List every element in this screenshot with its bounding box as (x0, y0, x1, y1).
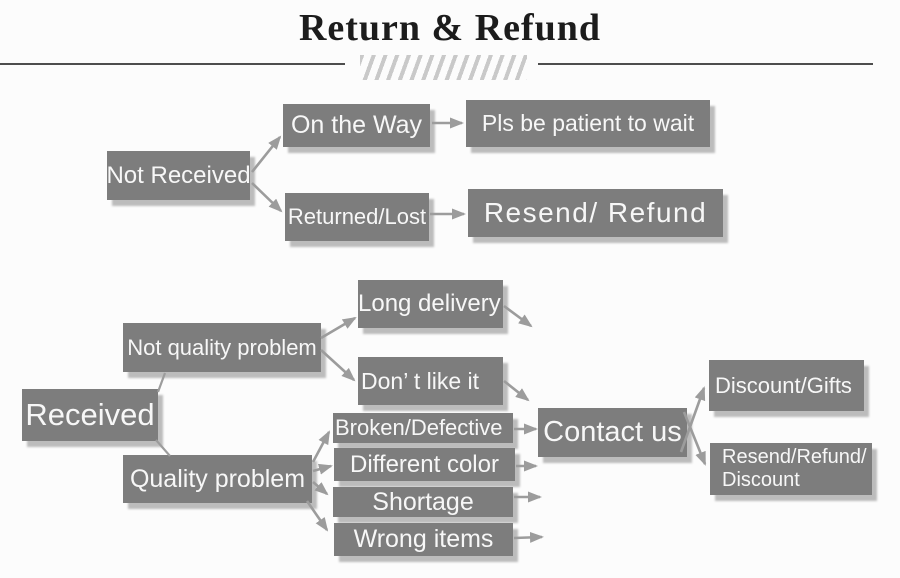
node-received: Received (22, 389, 158, 441)
title-rule-right (538, 63, 873, 65)
node-on-the-way: On the Way (283, 104, 430, 147)
edge-not-received-on-the-way (250, 135, 282, 173)
node-not-quality-problem: Not quality problem (123, 323, 321, 372)
page-title: Return & Refund (298, 7, 602, 49)
node-shortage: Shortage (333, 487, 513, 517)
node-long-delivery: Long delivery (358, 280, 503, 328)
edge-quality-shortage (312, 481, 329, 496)
node-quality-problem: Quality problem (123, 455, 312, 503)
edge-wrong-items-contact-us (513, 531, 544, 543)
edge-not-received-returned-lost (251, 182, 283, 213)
node-dont-like-it: Don’ t like it (358, 357, 503, 405)
node-pls-be-patient: Pls be patient to wait (466, 100, 710, 147)
title-rule-left (0, 63, 345, 65)
edge-quality-different-color (312, 463, 333, 475)
edge-contact-us-resend-discount (682, 411, 707, 466)
edge-not-quality-dont-like (320, 349, 356, 382)
edge-quality-broken (311, 430, 331, 463)
node-returned-lost: Returned/Lost (285, 193, 429, 241)
node-resend-refund-discount: Resend/Refund/ Discount (710, 443, 872, 495)
connector-received-not-quality (156, 372, 167, 393)
node-contact-us: Contact us (538, 408, 687, 457)
node-wrong-items: Wrong items (334, 523, 513, 556)
node-discount-gifts: Discount/Gifts (709, 360, 864, 411)
node-broken-defective: Broken/Defective (333, 413, 513, 443)
node-resend-refund: Resend/ Refund (468, 189, 723, 237)
diagonal-slashes-decoration (360, 55, 527, 80)
node-different-color: Different color (334, 448, 515, 481)
node-not-received: Not Received (106, 151, 251, 200)
edge-long-delivery-out (503, 304, 533, 328)
edge-quality-wrong-items (305, 500, 329, 532)
node-resend-refund-discount-text: Resend/Refund/ Discount (722, 446, 867, 491)
edge-dont-like-contact-us (503, 379, 530, 402)
connector-received-quality (155, 439, 171, 457)
edge-not-quality-long-delivery (320, 316, 357, 340)
